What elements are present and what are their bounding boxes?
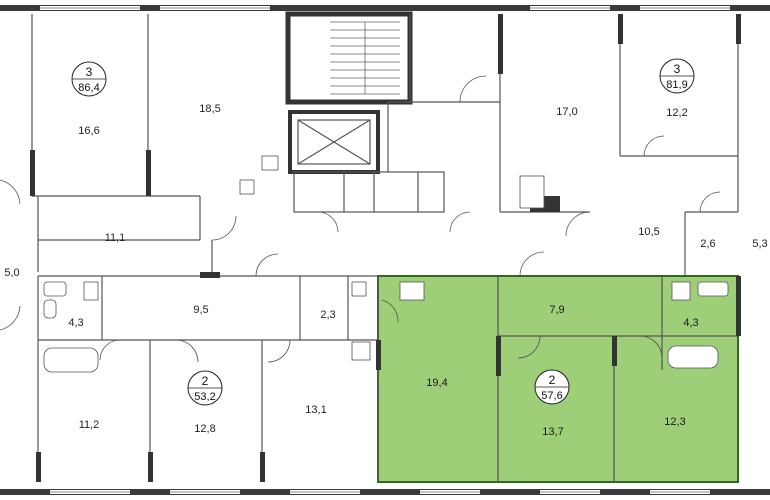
- room-area-label: 11,1: [105, 232, 126, 244]
- room-area-label: 2,6: [700, 238, 715, 250]
- badge-rooms: 3: [86, 65, 93, 79]
- room-area-label: 4,3: [68, 317, 83, 329]
- room-area-label: 19,4: [426, 377, 447, 389]
- sanitary-fixtures: [43, 155, 729, 373]
- room-labels: 16,6 18,5 17,0 12,2 11,1 10,5 2,6 5,3 5,…: [4, 103, 767, 438]
- room-area-label: 5,3: [752, 238, 767, 250]
- badge-area: 57,6: [541, 390, 562, 402]
- apartment-badge-3: 2 53,2: [187, 370, 223, 406]
- badge-rooms: 3: [674, 62, 681, 76]
- room-area-label: 17,0: [556, 106, 577, 118]
- exterior-walls: [0, 5, 770, 495]
- room-area-label: 10,5: [638, 226, 659, 238]
- room-area-label: 2,3: [320, 309, 335, 321]
- apartment-badge-1: 3 86,4: [71, 61, 107, 97]
- room-area-label: 9,5: [193, 304, 208, 316]
- room-area-label: 7,9: [549, 304, 564, 316]
- apartment-badge-4[interactable]: 2 57,6: [534, 369, 570, 405]
- badge-area: 86,4: [78, 82, 99, 94]
- room-area-label: 5,0: [4, 267, 19, 279]
- room-area-label: 12,2: [666, 107, 687, 119]
- room-area-label: 4,3: [683, 317, 698, 329]
- badge-area: 81,9: [666, 79, 687, 91]
- badge-rooms: 2: [202, 374, 209, 388]
- room-area-label: 18,5: [199, 103, 220, 115]
- room-area-label: 16,6: [78, 125, 99, 137]
- room-area-label: 12,8: [194, 423, 215, 435]
- room-area-label: 12,3: [664, 416, 685, 428]
- badge-area: 53,2: [194, 391, 215, 403]
- interior-walls: [31, 11, 739, 482]
- badge-rooms: 2: [549, 373, 556, 387]
- room-area-label: 13,7: [542, 426, 563, 438]
- structural-columns: [30, 14, 741, 482]
- apartment-badge-2: 3 81,9: [659, 58, 695, 94]
- door-swings: [0, 75, 721, 363]
- room-area-label: 13,1: [305, 404, 326, 416]
- room-area-label: 11,2: [79, 419, 100, 431]
